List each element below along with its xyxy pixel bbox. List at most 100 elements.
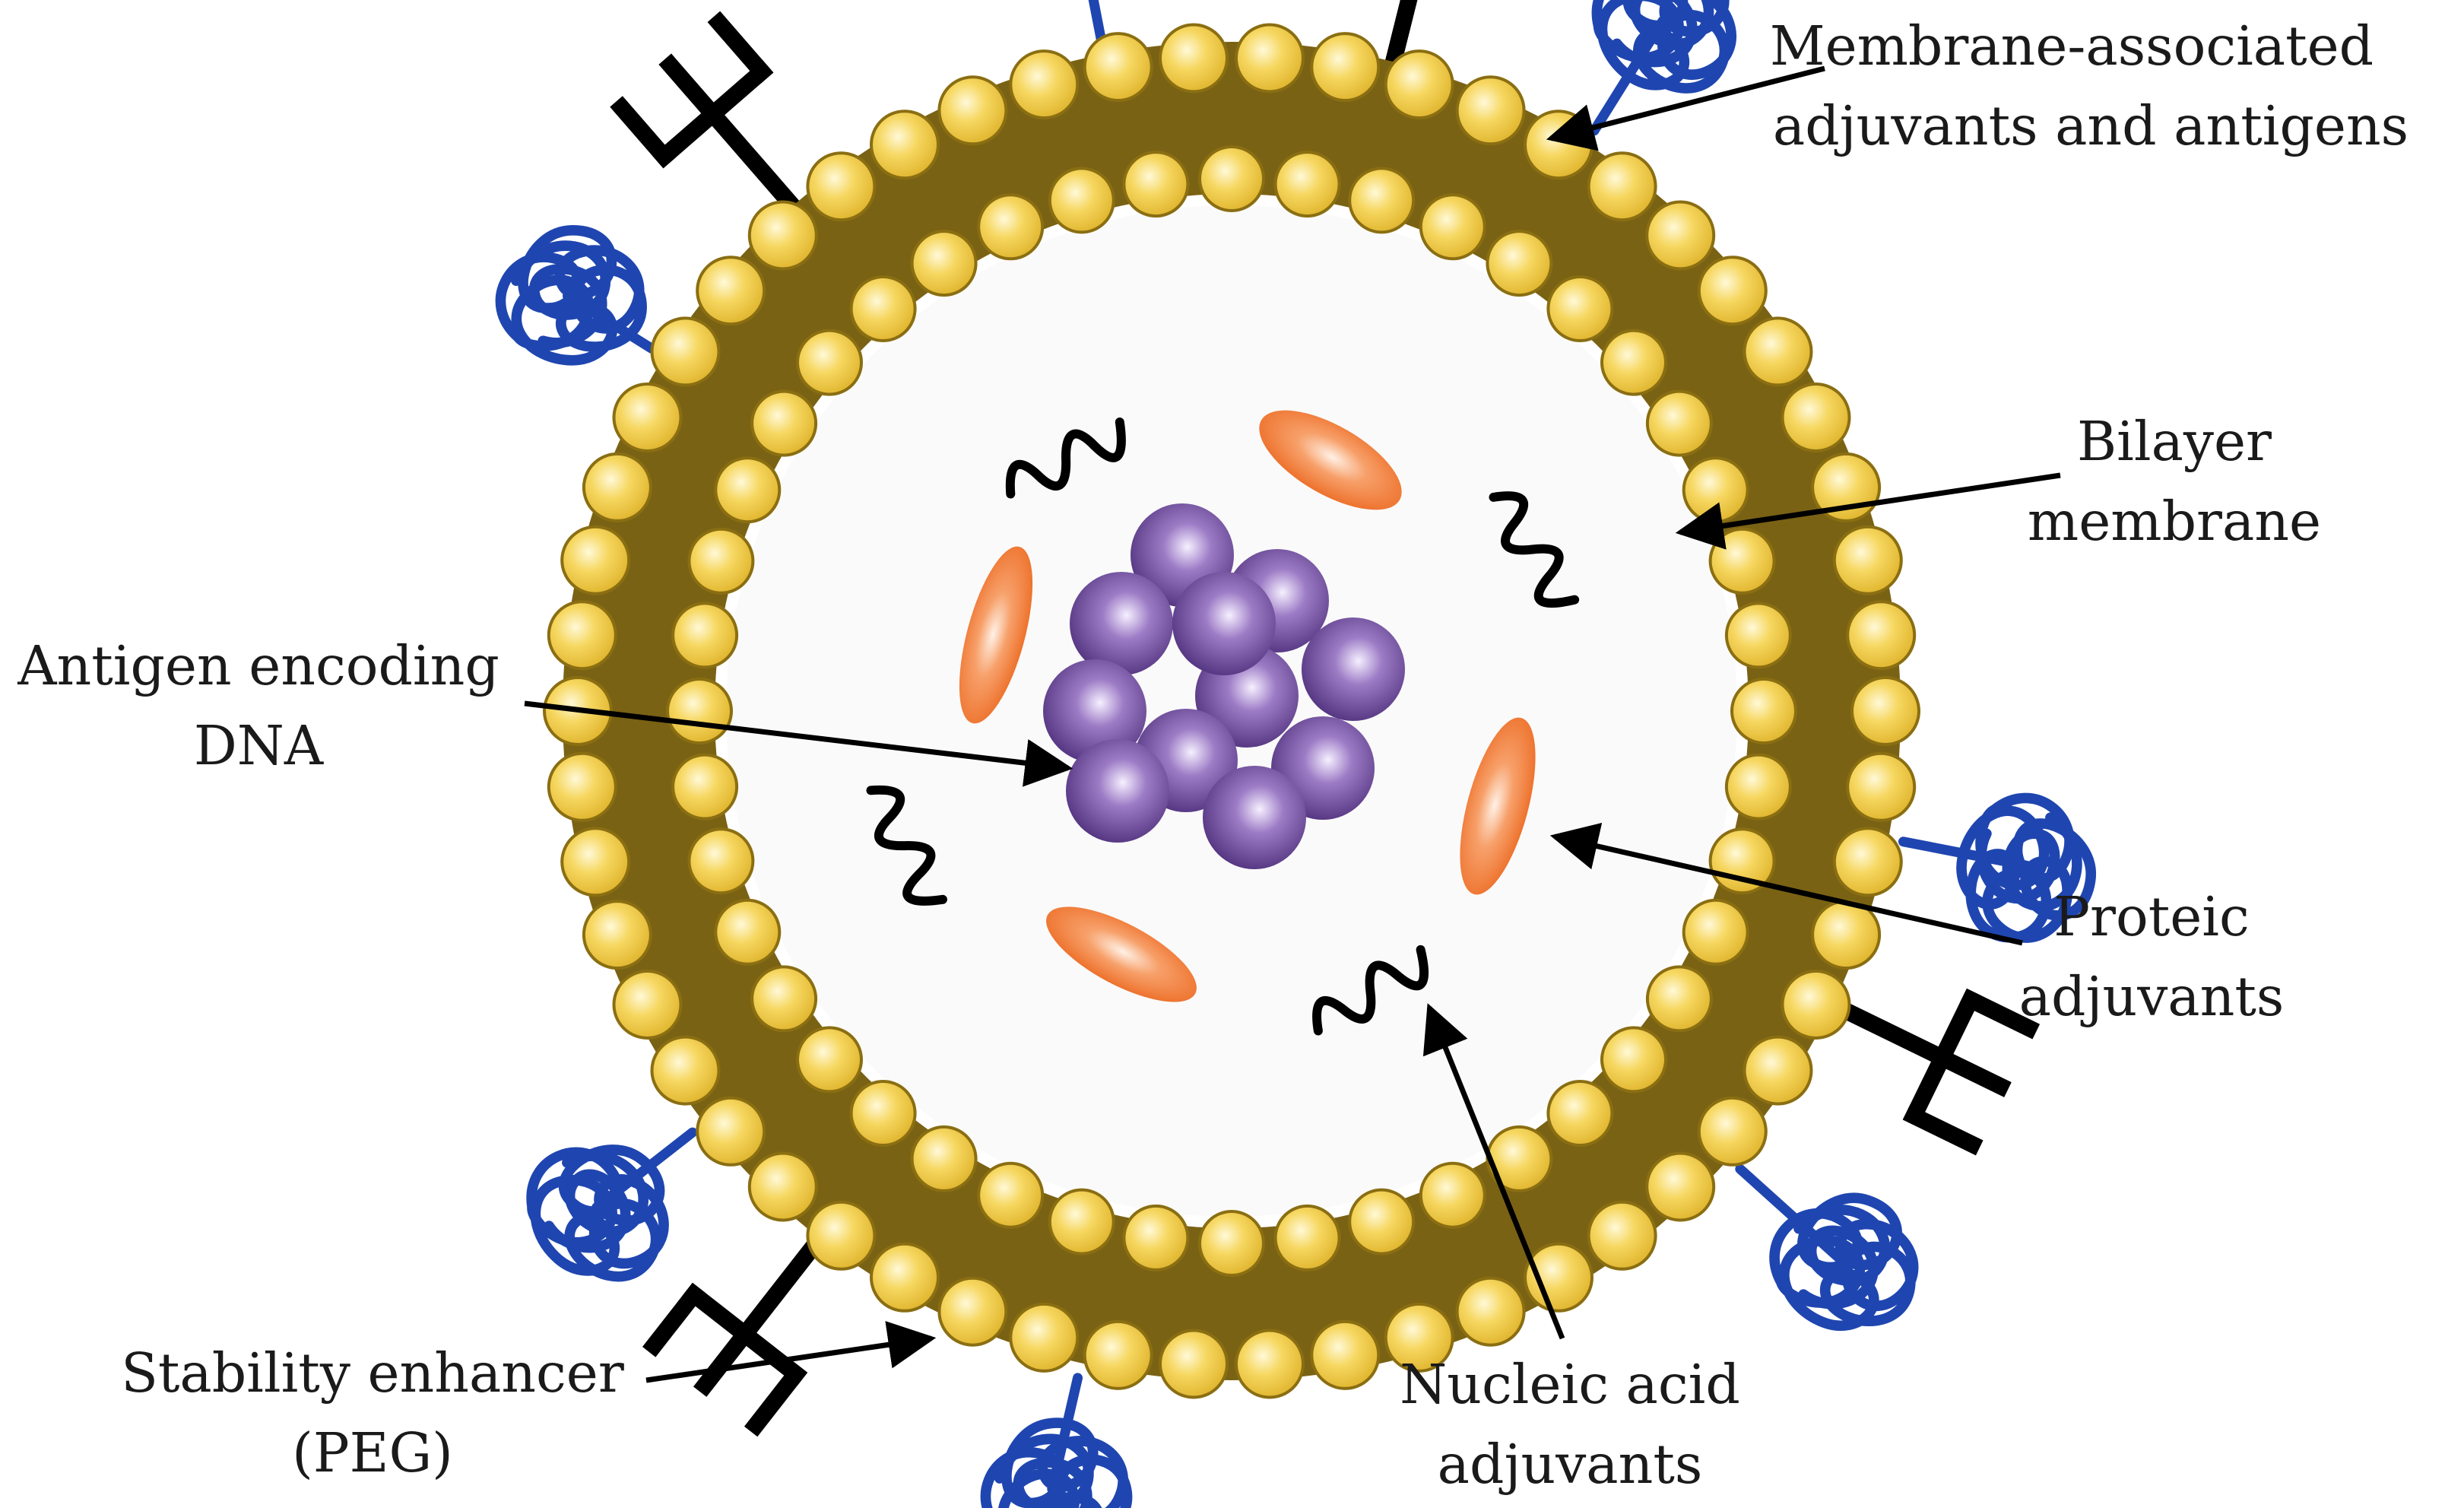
lipid-head — [1682, 898, 1749, 966]
lipid-head — [1009, 49, 1080, 120]
protein-ellipse-icon — [1460, 717, 1536, 895]
lipid-head — [910, 230, 978, 297]
lipid-head — [1832, 827, 1903, 897]
lipid-head — [1122, 151, 1190, 218]
lipid-head — [714, 456, 782, 524]
lipid-head — [806, 1200, 877, 1271]
lipid-head — [1587, 1200, 1657, 1271]
lipid-head — [666, 678, 733, 744]
lipid-head — [1083, 1319, 1153, 1390]
lipid-head — [1486, 230, 1553, 297]
label-stability-line1: Stability enhancer — [121, 1341, 624, 1405]
lipid-head — [547, 751, 617, 822]
label-antigen-dna-line1: Antigen encoding — [17, 634, 499, 697]
lipid-head — [1198, 1210, 1265, 1277]
label-stability-line2: (PEG) — [292, 1421, 453, 1484]
label-proteic: Proteic adjuvants — [2019, 885, 2285, 1028]
lipid-head — [1546, 1080, 1614, 1147]
lipid-head — [750, 965, 818, 1033]
label-antigen-dna: Antigen encoding DNA — [17, 634, 499, 777]
lipid-head — [1159, 1329, 1229, 1399]
dna-sphere-icon — [1043, 659, 1146, 763]
label-bilayer-line2: membrane — [2028, 490, 2321, 553]
lipid-head — [1846, 751, 1917, 822]
lipid-head — [671, 602, 739, 669]
lipid-head — [796, 1026, 863, 1094]
lipid-head — [1048, 1188, 1115, 1256]
lipid-head — [696, 256, 766, 326]
dna-sphere-icon — [1203, 766, 1306, 869]
lipid-head — [1724, 602, 1792, 669]
lipid-head — [1645, 389, 1713, 457]
lipid-head — [937, 1276, 1008, 1347]
lipid-head — [582, 452, 652, 522]
lipid-head — [1781, 970, 1851, 1040]
lipid-head — [560, 827, 631, 897]
protein-ellipse-icon — [959, 546, 1033, 724]
lipid-head — [1724, 753, 1792, 821]
dna-sphere-icon — [1070, 572, 1173, 675]
lipid-head — [687, 827, 755, 895]
label-nucleic: Nucleic acid adjuvants — [1400, 1353, 1740, 1496]
lipid-head — [747, 1151, 818, 1222]
lipid-head — [1310, 1319, 1381, 1390]
lipid-head — [696, 1096, 766, 1167]
lipid-head — [582, 900, 652, 970]
lipid-head — [671, 753, 739, 821]
lipid-head — [1455, 75, 1526, 146]
label-bilayer-line1: Bilayer — [2077, 410, 2272, 473]
dna-sphere-icon — [1302, 617, 1405, 721]
lipid-head — [1546, 275, 1614, 342]
lipid-head — [714, 898, 782, 966]
label-stability: Stability enhancer (PEG) — [121, 1341, 624, 1484]
lipid-head — [1235, 23, 1305, 94]
lipid-head — [612, 383, 683, 452]
lipid-head — [612, 970, 683, 1040]
dna-sphere-icon — [1066, 739, 1169, 843]
lipid-head — [937, 75, 1008, 146]
label-proteic-line1: Proteic — [2053, 885, 2249, 948]
lipid-head — [1348, 167, 1416, 234]
lipid-head — [1846, 600, 1917, 671]
lipid-head — [687, 527, 755, 595]
lipid-head — [796, 329, 863, 396]
lipid-head — [1587, 151, 1657, 222]
proteic-adjuvant-group — [959, 410, 1536, 1002]
antigen-dna-cluster — [1043, 503, 1405, 869]
lipid-head — [849, 275, 917, 342]
lipid-head — [849, 1080, 917, 1147]
label-bilayer: Bilayer membrane — [2028, 410, 2321, 553]
lipid-head — [1273, 151, 1341, 218]
protein-ellipse-icon — [1259, 410, 1402, 510]
lipid-head — [1730, 678, 1797, 744]
label-nucleic-line1: Nucleic acid — [1400, 1353, 1740, 1416]
lipid-head — [650, 1035, 721, 1106]
arrow-membrane-associated — [1546, 65, 1825, 151]
lipid-head — [747, 200, 818, 271]
lipid-head — [1811, 900, 1882, 970]
lipid-head — [1682, 456, 1749, 524]
lipid-head — [1235, 1329, 1305, 1399]
lipid-head — [547, 600, 617, 671]
lipid-head — [806, 151, 877, 222]
label-membrane-associated-line2: adjuvants and antigens — [1773, 94, 2409, 157]
lipid-head — [1198, 145, 1265, 212]
arrow-nucleic — [1422, 1003, 1565, 1340]
lipid-head — [1348, 1188, 1416, 1256]
lipid-head — [1645, 1151, 1716, 1222]
arrow-bilayer — [1675, 472, 2061, 550]
protein-ellipse-icon — [1046, 906, 1197, 1002]
lipid-head — [1832, 525, 1903, 595]
arrow-antigen-dna — [524, 700, 1073, 787]
lipid-head — [1310, 32, 1381, 103]
lipid-head — [1009, 1302, 1080, 1373]
lipid-head — [870, 1242, 940, 1313]
arrow-stability — [645, 1321, 937, 1383]
lipid-head — [977, 193, 1045, 261]
lipid-head — [910, 1125, 978, 1192]
lipid-head — [1273, 1204, 1341, 1271]
lipid-head — [1083, 32, 1153, 103]
lipid-head — [870, 110, 940, 180]
lipid-head — [650, 316, 721, 387]
